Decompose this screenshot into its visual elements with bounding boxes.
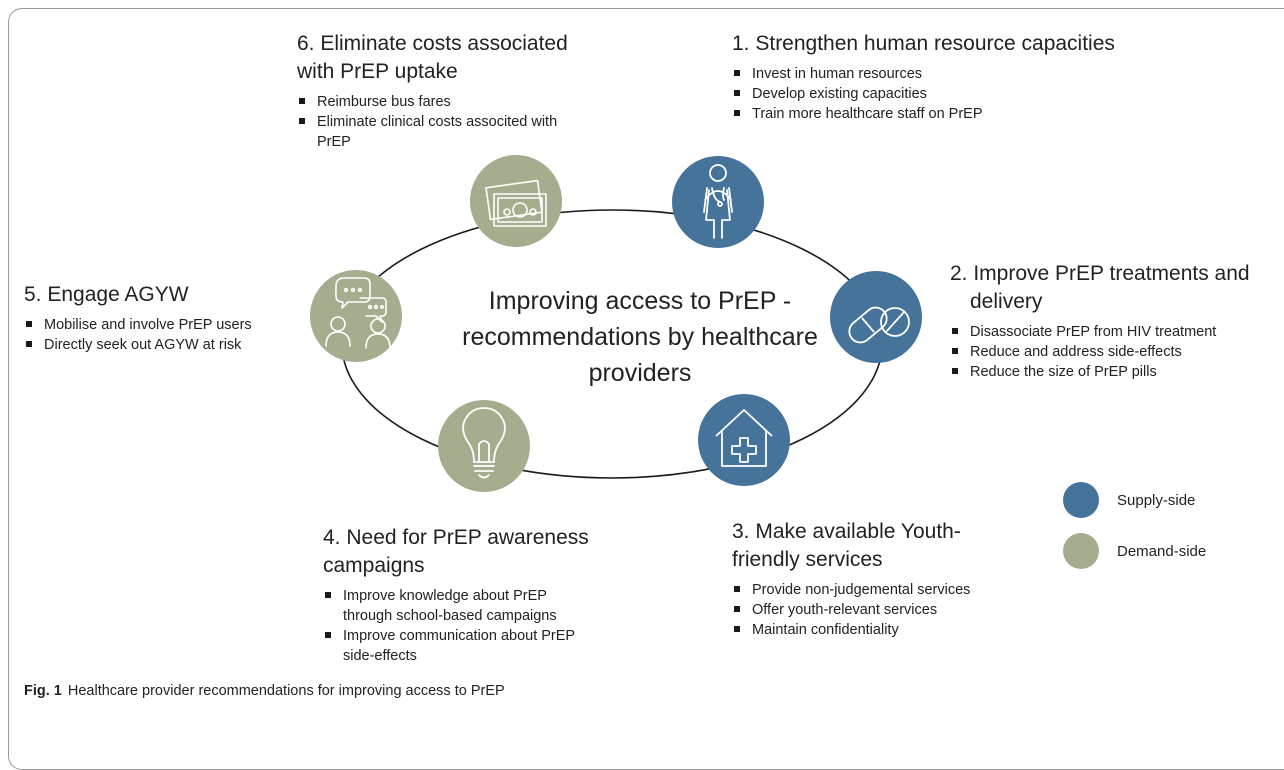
legend-demand: Demand-side [1063, 533, 1206, 569]
node-pills [830, 271, 922, 363]
section-4-item-line: Improve communication about PrEP [343, 628, 576, 644]
figure-caption-label: Fig. 1 [24, 683, 62, 699]
legend-demand-label: Demand-side [1117, 542, 1207, 560]
section-4-heading: 4. Need for PrEP awareness [323, 526, 589, 549]
section-5-item: Mobilise and involve PrEP users [24, 315, 252, 335]
section-3-item: Maintain confidentiality [732, 620, 970, 640]
section-1-item: Develop existing capacities [732, 84, 1115, 104]
legend-supply: Supply-side [1063, 482, 1195, 518]
section-4-item: Improve knowledge about PrEP through sch… [323, 586, 589, 626]
money-icon [485, 179, 547, 227]
section-6-heading-cont: with PrEP uptake [297, 60, 458, 83]
section-6: 6. Eliminate costs associated with PrEP … [297, 30, 568, 152]
healthcare-worker-icon [703, 164, 733, 239]
node-house [698, 394, 790, 486]
section-4-item-line: Improve knowledge about PrEP [343, 588, 547, 604]
section-4-item-line: through school-based campaigns [343, 608, 557, 624]
section-6-heading: 6. Eliminate costs associated [297, 32, 568, 55]
legend-demand-swatch [1063, 533, 1099, 569]
section-2-item: Reduce and address side-effects [950, 342, 1250, 362]
pills-icon [848, 306, 910, 344]
section-1-item: Invest in human resources [732, 64, 1115, 84]
lightbulb-icon [462, 407, 506, 479]
legend-supply-label: Supply-side [1117, 491, 1196, 509]
section-2-item: Disassociate PrEP from HIV treatment [950, 322, 1250, 342]
section-2-heading-cont: delivery [970, 290, 1043, 313]
cycle-diagram [310, 155, 922, 492]
section-2: 2. Improve PrEP treatments and delivery … [950, 260, 1250, 382]
section-6-item: Reimburse bus fares [297, 92, 568, 112]
node-money [470, 155, 562, 247]
health-facility-icon [715, 409, 773, 467]
section-4: 4. Need for PrEP awareness campaigns Imp… [323, 524, 589, 666]
section-2-item: Reduce the size of PrEP pills [950, 362, 1250, 382]
node-staff [672, 156, 764, 248]
section-4-item-line: side-effects [343, 648, 417, 664]
section-3-item: Offer youth-relevant services [732, 600, 970, 620]
section-1-item: Train more healthcare staff on PrEP [732, 104, 1115, 124]
diagram-center-title: Improving access to PrEP - recommendatio… [462, 287, 818, 387]
section-3-item: Provide non-judgemental services [732, 580, 970, 600]
section-5: 5. Engage AGYW Mobilise and involve PrEP… [24, 281, 252, 355]
figure-caption: Fig. 1 Healthcare provider recommendation… [24, 683, 505, 699]
section-1-heading: 1. Strengthen human resource capacities [732, 32, 1115, 55]
section-6-item: Eliminate clinical costs associted with … [297, 112, 568, 152]
node-bulb [438, 400, 530, 492]
section-5-heading: 5. Engage AGYW [24, 283, 189, 306]
section-3-heading: 3. Make available Youth- [732, 520, 961, 543]
section-4-heading-cont: campaigns [323, 554, 425, 577]
section-1: 1. Strengthen human resource capacities … [732, 30, 1115, 124]
section-5-item: Directly seek out AGYW at risk [24, 335, 252, 355]
conversation-icon [325, 277, 391, 349]
section-2-heading: 2. Improve PrEP treatments and [950, 262, 1250, 285]
legend-supply-swatch [1063, 482, 1099, 518]
section-4-item: Improve communication about PrEP side-ef… [323, 626, 589, 666]
node-talk [310, 270, 402, 362]
section-6-item-line: PrEP [317, 134, 351, 150]
section-3: 3. Make available Youth- friendly servic… [732, 518, 970, 640]
section-6-item-line: Reimburse bus fares [317, 94, 451, 110]
section-6-item-line: Eliminate clinical costs associted with [317, 114, 558, 130]
figure-caption-text: Healthcare provider recommendations for … [67, 683, 505, 699]
section-3-heading-cont: friendly services [732, 548, 883, 571]
